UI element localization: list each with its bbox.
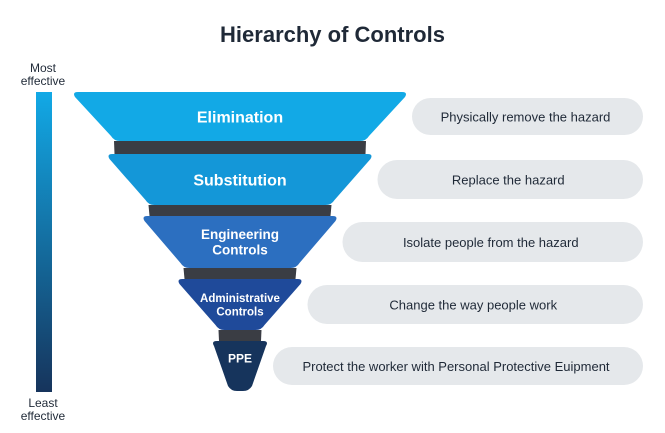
connector-strip [114,141,366,154]
connector-strip [183,268,297,279]
level-name: Substitution [193,172,286,189]
level-name: Controls [216,306,263,318]
level-bands: EliminationSubstitutionEngineeringContro… [74,92,406,391]
level-band [213,341,267,391]
level-description: Physically remove the hazard [441,110,611,125]
level-description: Replace the hazard [452,173,565,188]
level-description: Isolate people from the hazard [403,235,579,250]
least-effective-label-line1: Least [28,396,58,410]
level-name: Elimination [197,109,283,126]
description-pill [273,347,643,385]
description-pill [377,160,643,199]
most-effective-label-line1: Most [29,61,56,75]
most-effective-label-line2: effective [20,74,66,88]
level-name: Engineering [201,227,279,242]
diagram-title: Hierarchy of Controls [220,22,445,47]
level-band [143,216,337,268]
description-pill [307,285,643,324]
effectiveness-scale-bar [36,92,52,392]
connector-strips [114,141,366,341]
connector-strip [218,330,262,341]
level-description: Change the way people work [389,298,557,313]
least-effective-label-line2: effective [20,409,66,423]
most-effective-label: Most effective [8,62,78,88]
level-description: Protect the worker with Personal Protect… [302,359,609,374]
level-band [178,279,302,330]
level-name: PPE [228,351,252,365]
description-pill [412,98,643,135]
connector-strip [148,205,332,216]
level-band [74,92,406,141]
least-effective-label: Least effective [8,397,78,423]
level-name: Controls [212,243,268,258]
level-band [108,154,372,205]
description-pill [342,222,643,262]
level-name: Administrative [200,293,280,305]
